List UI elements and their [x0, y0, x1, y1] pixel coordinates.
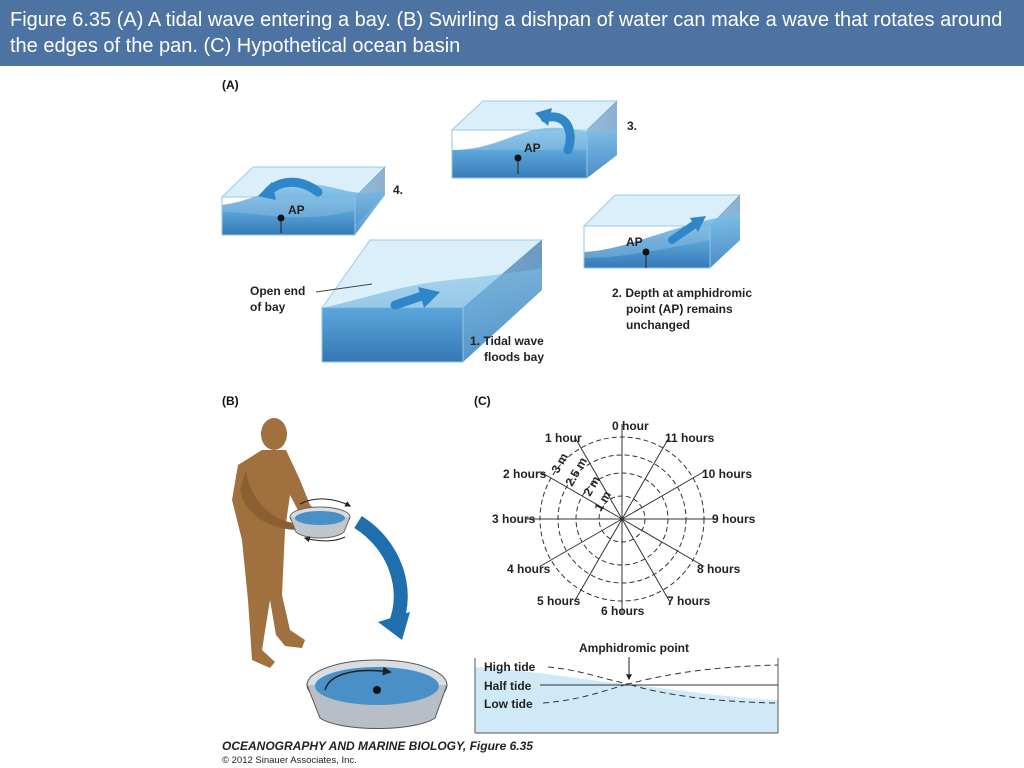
- person-swirling-pan: [232, 418, 322, 668]
- title-bar: Figure 6.35 (A) A tidal wave entering a …: [0, 0, 1024, 66]
- cotidal-line: [621, 471, 705, 520]
- svg-text:AP: AP: [288, 203, 305, 217]
- cotidal-line: [621, 436, 670, 520]
- cotidal-line: [621, 518, 670, 602]
- figure-title: Figure 6.35 (A) A tidal wave entering a …: [10, 9, 1003, 57]
- hour-label: 10 hours: [702, 467, 752, 481]
- hour-label: 0 hour: [612, 419, 649, 433]
- panel-a-label: (A): [222, 78, 239, 92]
- box2-caption-line1: 2. Depth at amphidromic: [612, 286, 752, 300]
- credit-source: OCEANOGRAPHY AND MARINE BIOLOGY, Figure …: [222, 739, 533, 753]
- dishpan-large: [306, 659, 448, 729]
- cotidal-line: [539, 518, 623, 567]
- low-tide-label: Low tide: [484, 697, 533, 711]
- panel-c-label: (C): [474, 394, 491, 408]
- hour-label: 1 hour: [545, 431, 582, 445]
- bay-box-4: AP 4.: [220, 166, 403, 236]
- flood-arrow: [390, 291, 427, 310]
- flow-arrow-2: [668, 220, 699, 244]
- box1-caption-line1: 1. Tidal wave: [470, 334, 544, 348]
- box4-caption: 4.: [393, 183, 403, 197]
- low-tide-line: [542, 683, 779, 704]
- svg-text:AP: AP: [524, 141, 541, 155]
- hour-label: 7 hours: [667, 594, 711, 608]
- cotidal-line: [574, 436, 623, 520]
- svg-text:of bay: of bay: [250, 300, 286, 314]
- hour-label: 4 hours: [507, 562, 551, 576]
- tide-cross-section: Amphidromic point High tide Half tide Lo…: [474, 641, 779, 734]
- svg-text:floods bay: floods bay: [484, 350, 544, 364]
- bay-box-2: AP 2. Depth at amphidromic point (AP) re…: [582, 194, 752, 332]
- zoom-arrow: [354, 516, 408, 628]
- hour-label: 5 hours: [537, 594, 581, 608]
- hour-label: 8 hours: [697, 562, 741, 576]
- high-tide-label: High tide: [484, 660, 536, 674]
- amphidromic-point-label: Amphidromic point: [579, 641, 689, 655]
- box3-caption: 3.: [627, 119, 637, 133]
- bay-box-3: AP 3.: [450, 100, 637, 179]
- svg-text:AP: AP: [626, 235, 643, 249]
- svg-text:unchanged: unchanged: [626, 318, 690, 332]
- amphidromic-point-dot: [514, 154, 522, 162]
- credit: OCEANOGRAPHY AND MARINE BIOLOGY, Figure …: [222, 739, 533, 766]
- cotidal-line: [621, 518, 705, 567]
- bay-box-1: Open end of bay 1. Tidal wave floods bay: [250, 239, 544, 364]
- dishpan-small: [289, 498, 352, 543]
- hour-label: 3 hours: [492, 512, 536, 526]
- credit-copyright: © 2012 Sinauer Associates, Inc.: [222, 755, 357, 766]
- half-tide-label: Half tide: [484, 679, 532, 693]
- svg-text:point (AP) remains: point (AP) remains: [626, 302, 733, 316]
- hour-label: 11 hours: [665, 431, 715, 445]
- hour-label: 2 hours: [503, 467, 547, 481]
- high-tide-line: [547, 664, 779, 685]
- cotidal-line: [539, 471, 623, 520]
- hour-label: 6 hours: [601, 604, 645, 618]
- panel-b-label: (B): [222, 394, 239, 408]
- hour-label: 9 hours: [712, 512, 756, 526]
- open-end-label-line1: Open end: [250, 284, 305, 298]
- cotidal-line: [574, 518, 623, 602]
